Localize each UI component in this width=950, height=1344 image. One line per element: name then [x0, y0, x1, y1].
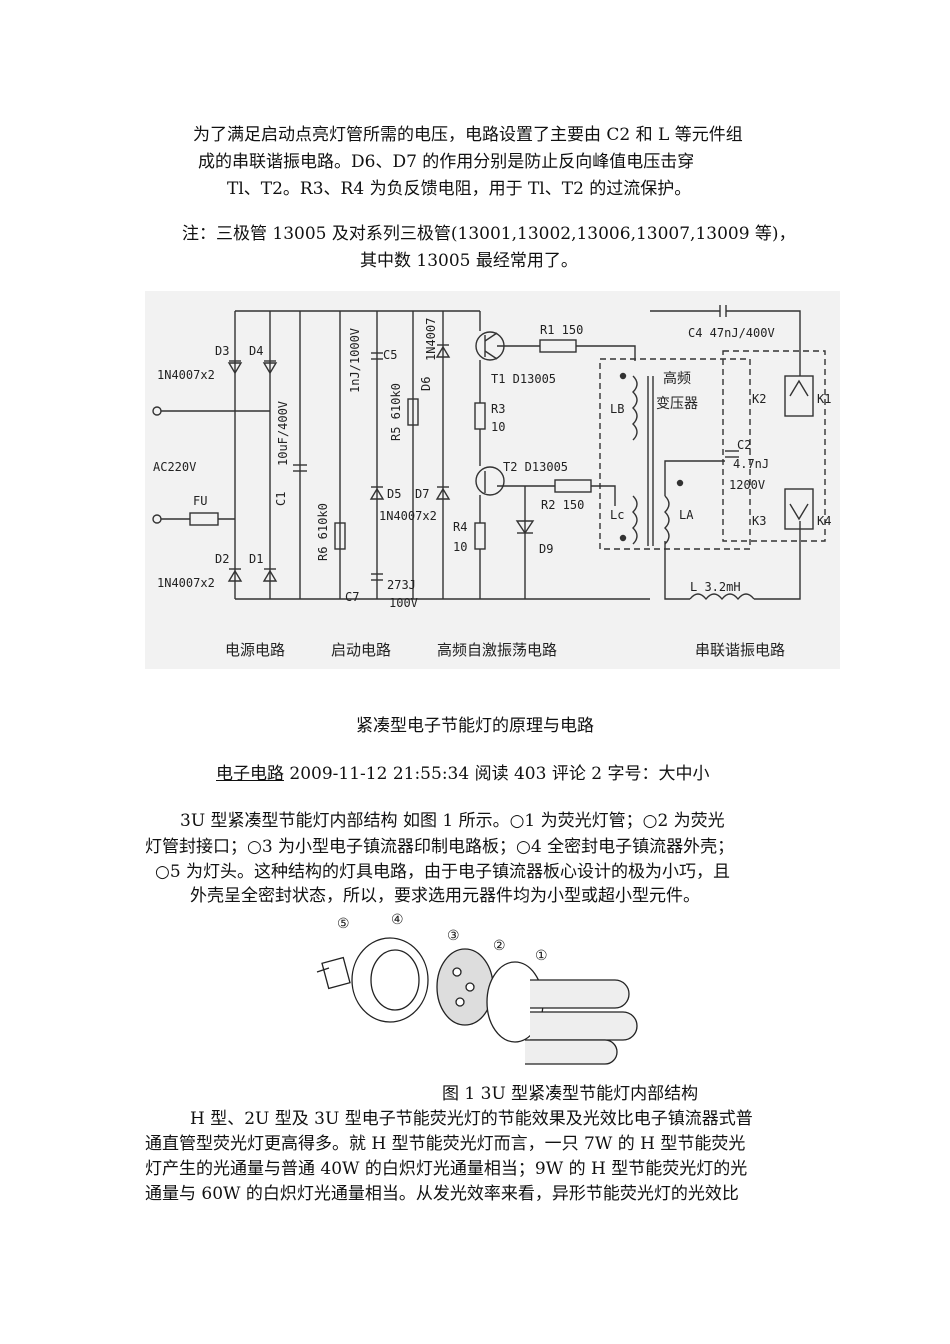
note-line-2: 其中数 13005 最经常用了。 — [360, 251, 578, 271]
label-d3: D3 — [215, 344, 229, 358]
label-d7: D7 — [415, 487, 429, 501]
section-power: 电源电路 — [225, 641, 285, 659]
label-r3-val: 10 — [491, 420, 505, 434]
label-transformer-2: 变压器 — [656, 396, 698, 412]
label-c2: C2 — [737, 438, 751, 452]
label-k1: K1 — [817, 392, 831, 406]
label-d3d4-type: 1N4007x2 — [157, 368, 215, 382]
label-r4-val: 10 — [453, 540, 467, 554]
category-link[interactable]: 电子电路 — [216, 764, 284, 784]
label-l: L 3.2mH — [690, 580, 741, 594]
marker-3: ③ — [447, 928, 460, 944]
label-lb: LB — [610, 402, 624, 416]
label-c5: C5 — [383, 348, 397, 362]
label-d6-type: 1N4007 — [424, 318, 438, 361]
para2-line-2: 通直管型荧光灯更高得多。就 H 型节能荧光灯而言，一只 7W 的 H 型节能荧光 — [145, 1134, 746, 1154]
article-title: 紧凑型电子节能灯的原理与电路 — [356, 716, 594, 736]
label-r1: R1 150 — [540, 323, 583, 337]
para1-line-2: 灯管封接口；○3 为小型电子镇流器印制电路板；○4 全密封电子镇流器外壳； — [145, 837, 735, 857]
label-d9: D9 — [539, 542, 553, 556]
label-d6: D6 — [419, 377, 433, 391]
section-resonant: 串联谐振电路 — [695, 641, 785, 659]
label-c1: C1 — [274, 492, 288, 506]
label-c7: C7 — [345, 590, 359, 604]
label-ac: AC220V — [153, 460, 196, 474]
para2-line-3: 灯产生的光通量与普通 40W 的白炽灯光通量相当；9W 的 H 型节能荧光灯的光 — [145, 1159, 748, 1179]
para1-line-1: 3U 型紧凑型节能灯内部结构 如图 1 所示。○1 为荧光灯管；○2 为荧光 — [180, 811, 725, 831]
label-t2: T2 D13005 — [503, 460, 568, 474]
circuit-diagram: D3 D4 1N4007x2 AC220V FU D2 D1 1N4007x2 … — [145, 291, 840, 669]
figure-caption: 图 1 3U 型紧凑型节能灯内部结构 — [442, 1084, 699, 1104]
intro-line-3: Tl、T2。R3、R4 为负反馈电阻，用于 Tl、T2 的过流保护。 — [227, 179, 692, 199]
section-oscillator: 高频自激振荡电路 — [437, 641, 557, 659]
label-lc: Lc — [610, 508, 624, 522]
label-la: LA — [679, 508, 694, 522]
para1-line-3: ○5 为灯头。这种结构的灯具电路，由于电子镇流器板心设计的极为小巧，且 — [155, 862, 731, 882]
label-t1: T1 D13005 — [491, 372, 556, 386]
note-line-1: 注：三极管 13005 及对系列三极管(13001,13002,13006,13… — [182, 224, 796, 244]
label-c2-val2: 1200V — [729, 478, 765, 492]
label-r6: R6 610k0 — [316, 503, 330, 561]
label-r5: R5 610k0 — [389, 383, 403, 441]
label-d5: D5 — [387, 487, 401, 501]
label-transformer-1: 高频 — [663, 370, 691, 387]
intro-line-1: 为了满足启动点亮灯管所需的电压，电路设置了主要由 C2 和 L 等元件组 — [193, 125, 743, 145]
label-c7-val1: 273J — [387, 578, 416, 592]
marker-1: ① — [535, 948, 548, 964]
label-r3: R3 — [491, 402, 505, 416]
para1-line-4: 外壳呈全密封状态，所以，要求选用元器件均为小型或超小型元件。 — [190, 886, 700, 906]
label-r4: R4 — [453, 520, 467, 534]
label-k4: K4 — [817, 514, 831, 528]
marker-2: ② — [493, 938, 506, 954]
label-c4: C4 47nJ/400V — [688, 326, 775, 340]
label-d2d1-type: 1N4007x2 — [157, 576, 215, 590]
meta-info: 2009-11-12 21:55:34 阅读 403 评论 2 字号：大中小 — [289, 764, 710, 784]
label-c5-val: 1nJ/1000V — [348, 328, 362, 393]
article-meta: 电子电路 2009-11-12 21:55:34 阅读 403 评论 2 字号：… — [216, 766, 709, 783]
label-d5d7-type: 1N4007x2 — [379, 509, 437, 523]
para2-line-4: 通量与 60W 的白炽灯光通量相当。从发光效率来看，异形节能荧光灯的光效比 — [145, 1184, 739, 1204]
label-c7-val2: 100V — [389, 596, 418, 610]
label-r2: R2 150 — [541, 498, 584, 512]
label-k2: K2 — [752, 392, 766, 406]
section-start: 启动电路 — [331, 641, 391, 659]
label-c1-val: 10uF/400V — [276, 401, 290, 466]
marker-4: ④ — [391, 912, 404, 928]
intro-line-2: 成的串联谐振电路。D6、D7 的作用分别是防止反向峰值电压击穿 — [198, 152, 695, 172]
para2-line-1: H 型、2U 型及 3U 型电子节能荧光灯的节能效果及光效比电子镇流器式普 — [190, 1109, 753, 1129]
lamp-figure: ⑤ ④ ③ ② ① — [316, 912, 638, 1065]
label-d4: D4 — [249, 344, 263, 358]
label-c2-val1: 4.7nJ — [733, 457, 769, 471]
marker-5: ⑤ — [337, 916, 350, 932]
label-fu: FU — [193, 494, 207, 508]
label-k3: K3 — [752, 514, 766, 528]
label-d2: D2 — [215, 552, 229, 566]
label-d1: D1 — [249, 552, 263, 566]
